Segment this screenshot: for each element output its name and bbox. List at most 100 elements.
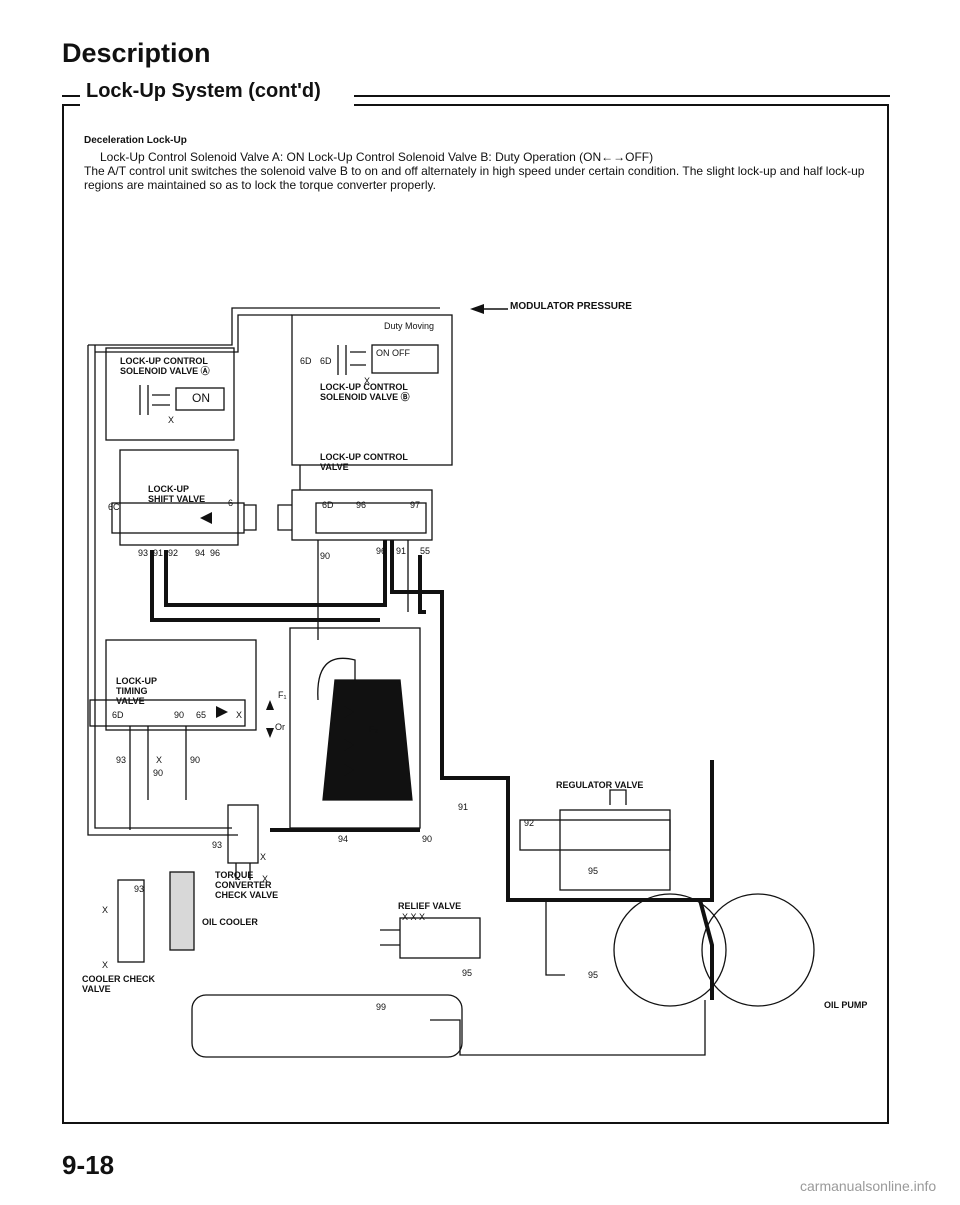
fluid-line bbox=[95, 314, 292, 353]
arrow-icon bbox=[266, 728, 274, 738]
port-label: 92 bbox=[524, 818, 535, 828]
solenoid-b-state-box bbox=[371, 344, 439, 374]
port-label: 96 bbox=[356, 500, 367, 510]
port-label: 94 bbox=[195, 548, 206, 558]
port-label: 6D bbox=[112, 710, 124, 720]
x-mark: X bbox=[262, 874, 269, 884]
relief-valve-inlet bbox=[380, 929, 400, 946]
solenoid-a-housing bbox=[105, 347, 235, 441]
label-relief-valve: RELIEF VALVE bbox=[398, 901, 462, 911]
relief-valve-body bbox=[399, 917, 481, 959]
arrow-icon bbox=[266, 700, 274, 710]
port-label: 93 bbox=[116, 755, 127, 765]
port-label: 93 bbox=[212, 840, 223, 850]
torque-converter-wall bbox=[317, 657, 356, 701]
port-label: 92 bbox=[168, 548, 179, 558]
pressure-line bbox=[390, 540, 714, 902]
label-oil-cooler: OIL COOLER bbox=[202, 917, 258, 927]
fluid-line bbox=[299, 465, 409, 640]
label-torque-check-valve: TORQUE CONVERTER CHECK VALVE bbox=[215, 870, 279, 900]
x-mark: X bbox=[168, 415, 175, 425]
torque-check-valve-stem bbox=[235, 863, 251, 880]
x-mark: X bbox=[156, 755, 163, 765]
oil-pump-gear-right bbox=[701, 893, 815, 1007]
label-solenoid-b: LOCK-UP CONTROL SOLENOID VALVE Ⓑ bbox=[320, 382, 410, 402]
watermark-text: carmanualsonline.info bbox=[800, 1178, 937, 1194]
section-title-mask bbox=[80, 82, 354, 108]
intro-body: The A/T control unit switches the soleno… bbox=[84, 164, 865, 192]
regulator-valve-bore bbox=[519, 819, 671, 851]
port-label: 90 bbox=[190, 755, 201, 765]
shift-valve-bore bbox=[111, 502, 245, 534]
pressure-line bbox=[150, 540, 387, 622]
page-number: 9-18 bbox=[62, 1150, 115, 1180]
fluid-line bbox=[545, 900, 565, 976]
x-mark: X bbox=[102, 905, 109, 915]
frame-top-rule bbox=[62, 95, 890, 97]
fluid-line bbox=[87, 345, 238, 836]
x-mark: X bbox=[236, 710, 243, 720]
port-label: 96 bbox=[210, 548, 221, 558]
port-label: 97 bbox=[410, 500, 421, 510]
section-title: Lock-Up System (cont'd) bbox=[86, 80, 321, 102]
label-relief-x-marks: X X X bbox=[402, 912, 426, 922]
solenoid-b-housing bbox=[291, 314, 453, 466]
oil-pump-gear-left bbox=[613, 893, 727, 1007]
port-label: 93 bbox=[138, 548, 149, 558]
control-valve-housing bbox=[291, 489, 433, 541]
port-label: 95 bbox=[462, 968, 473, 978]
arrow-icon bbox=[344, 764, 354, 776]
label-on-off: ON OFF bbox=[376, 348, 410, 358]
label-shift-valve: LOCK-UP SHIFT VALVE bbox=[148, 484, 206, 504]
port-label: 6C bbox=[108, 502, 120, 512]
cooler-check-valve-body bbox=[117, 879, 145, 963]
port-label: 91 bbox=[153, 548, 164, 558]
label-duty-moving: Duty Moving bbox=[384, 321, 435, 331]
solenoid-b-plunger bbox=[337, 345, 366, 375]
port-label: 95 bbox=[588, 970, 599, 980]
port-label: 90 bbox=[320, 551, 331, 561]
intro-heading: Deceleration Lock-Up bbox=[84, 135, 187, 146]
label-cooler-check-valve: COOLER CHECK VALVE bbox=[82, 974, 156, 994]
arrow-icon bbox=[200, 512, 212, 524]
arrow-icon bbox=[344, 739, 354, 751]
label-flow-or: Or bbox=[275, 722, 285, 732]
port-label: 96 bbox=[376, 546, 387, 556]
arrow-icon bbox=[470, 304, 484, 314]
port-label: 65 bbox=[196, 710, 207, 720]
label-control-valve: LOCK-UP CONTROL VALVE bbox=[320, 452, 408, 472]
fluid-line bbox=[94, 345, 232, 829]
pressure-line bbox=[698, 899, 714, 1000]
port-label: 6D bbox=[322, 500, 334, 510]
label-flow-f1: F₁ bbox=[278, 690, 287, 700]
control-valve-bore bbox=[315, 502, 427, 534]
torque-converter-core bbox=[322, 679, 413, 801]
port-label: 90 bbox=[422, 834, 433, 844]
x-mark: X bbox=[102, 960, 109, 970]
oil-sump bbox=[191, 994, 463, 1058]
timing-valve-bore bbox=[89, 699, 246, 727]
label-modulator-pressure: MODULATOR PRESSURE bbox=[510, 301, 632, 312]
control-valve-end bbox=[277, 504, 292, 531]
solenoid-a-state-box bbox=[175, 387, 225, 411]
fluid-line bbox=[430, 1000, 706, 1056]
x-mark: X bbox=[364, 376, 371, 386]
port-label: 6D bbox=[300, 356, 312, 366]
port-label: 94 bbox=[338, 834, 349, 844]
port-label: 93 bbox=[134, 884, 145, 894]
fluid-line bbox=[129, 726, 187, 830]
label-oil-pump: OIL PUMP bbox=[824, 1000, 868, 1010]
shift-valve-end bbox=[244, 504, 257, 531]
timing-valve-housing bbox=[105, 639, 257, 731]
fluid-line bbox=[88, 307, 440, 346]
label-regulator-valve: REGULATOR VALVE bbox=[556, 780, 644, 790]
label-flow-f2: F₂ bbox=[369, 724, 378, 734]
label-solenoid-a-state: ON bbox=[192, 391, 210, 405]
port-label: 55 bbox=[420, 546, 431, 556]
arrow-icon bbox=[344, 706, 354, 718]
oil-cooler-body bbox=[169, 871, 195, 951]
torque-check-valve-body bbox=[227, 804, 259, 864]
x-mark: X bbox=[260, 852, 267, 862]
port-label: 6D bbox=[320, 356, 332, 366]
